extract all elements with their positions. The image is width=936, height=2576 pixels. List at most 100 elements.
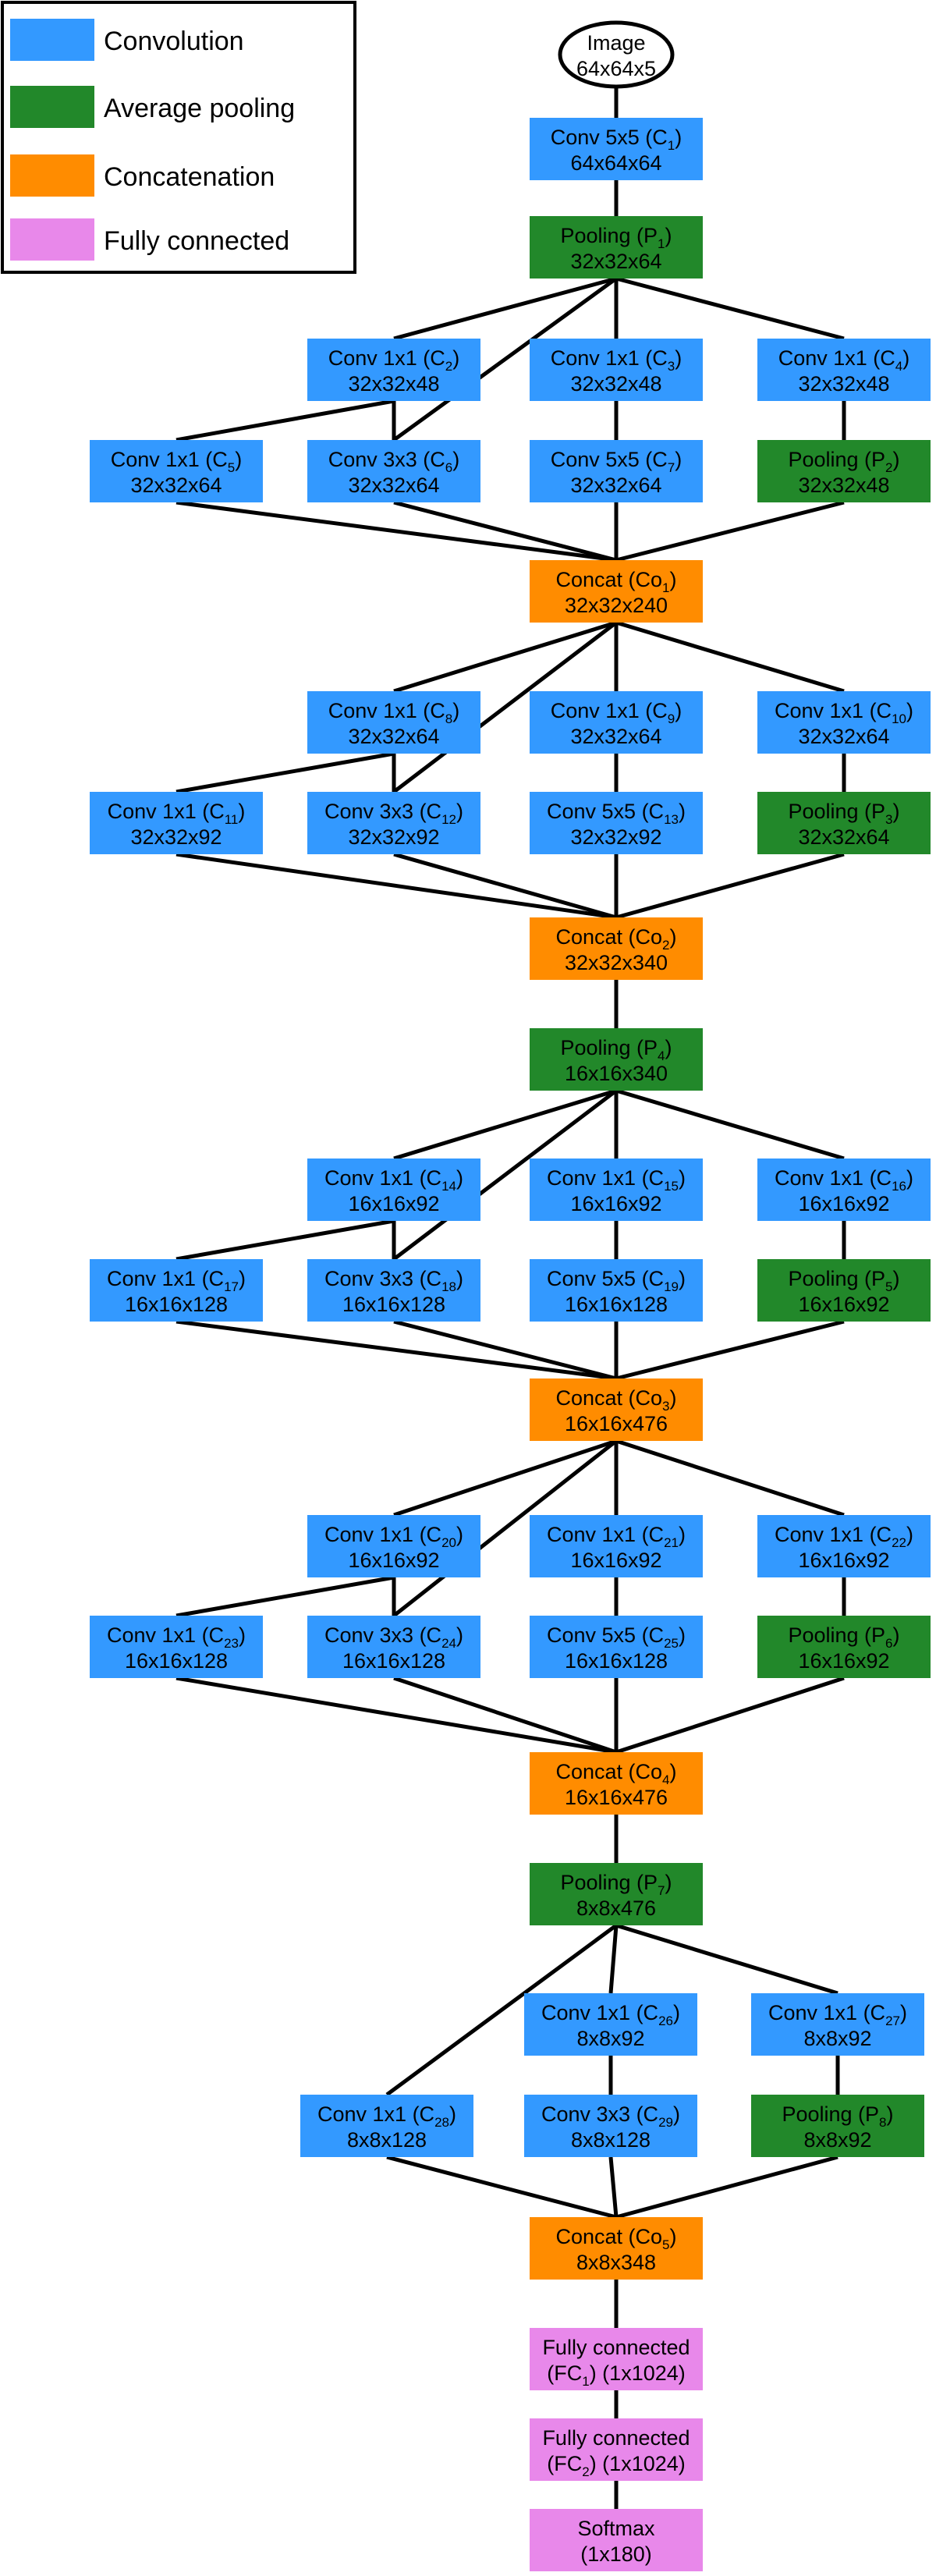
node-label-c14: Conv 1x1 (C14) bbox=[324, 1166, 463, 1194]
node-label-c11: Conv 1x1 (C11) bbox=[108, 800, 246, 827]
edge-c29-to-co5 bbox=[608, 2156, 619, 2218]
edge-p7-to-c28 bbox=[385, 1923, 618, 2097]
node-box-c26 bbox=[524, 1993, 697, 2056]
node-shape-c11: 32x32x92 bbox=[130, 825, 222, 849]
legend-label-concatenation: Concatenation bbox=[104, 162, 275, 192]
node-box-c29 bbox=[524, 2095, 697, 2157]
node-shape-co4: 16x16x476 bbox=[565, 1786, 668, 1809]
edge-p1-to-c4 bbox=[615, 276, 845, 341]
node-label-c29: Conv 3x3 (C29) bbox=[541, 2102, 680, 2130]
node-c13: Conv 5x5 (C13)32x32x92 bbox=[530, 792, 703, 854]
node-box-c7 bbox=[530, 440, 703, 502]
node-label-co4: Concat (Co4) bbox=[555, 1760, 676, 1787]
node-shape-c4: 32x32x48 bbox=[798, 372, 889, 396]
node-shape-sm: (1x180) bbox=[580, 2542, 652, 2566]
node-box-c11 bbox=[90, 792, 263, 854]
node-box-c25 bbox=[530, 1616, 703, 1678]
node-c4: Conv 1x1 (C4)32x32x48 bbox=[757, 339, 931, 401]
edge-c24-to-co4 bbox=[393, 1676, 617, 1755]
node-label-sm: Softmax bbox=[577, 2517, 655, 2540]
node-label-co1: Concat (Co1) bbox=[555, 568, 676, 595]
node-box-c28 bbox=[300, 2095, 473, 2157]
node-box-co5 bbox=[530, 2217, 703, 2280]
node-label-c25: Conv 5x5 (C25) bbox=[547, 1623, 686, 1651]
node-p5: Pooling (P5)16x16x92 bbox=[757, 1259, 931, 1322]
node-shape-c18: 16x16x128 bbox=[342, 1293, 445, 1316]
node-c6: Conv 3x3 (C6)32x32x64 bbox=[307, 440, 480, 502]
node-c28: Conv 1x1 (C28)8x8x128 bbox=[300, 2095, 473, 2157]
node-shape-c26: 8x8x92 bbox=[576, 2027, 644, 2050]
node-box-co4 bbox=[530, 1752, 703, 1815]
node-c8: Conv 1x1 (C8)32x32x64 bbox=[307, 691, 480, 754]
edge-c23-to-co4 bbox=[176, 1676, 617, 1755]
node-shape-co2: 32x32x340 bbox=[565, 951, 668, 974]
node-box-c27 bbox=[751, 1993, 924, 2056]
node-label-p7: Pooling (P7) bbox=[560, 1871, 672, 1898]
node-label-p2: Pooling (P2) bbox=[788, 448, 899, 475]
node-c20: Conv 1x1 (C20)16x16x92 bbox=[307, 1515, 480, 1577]
node-c24: Conv 3x3 (C24)16x16x128 bbox=[307, 1616, 480, 1678]
node-shape-c17: 16x16x128 bbox=[125, 1293, 228, 1316]
node-shape-c28: 8x8x128 bbox=[347, 2128, 427, 2152]
edges-layer bbox=[176, 87, 846, 2509]
node-box-p8 bbox=[751, 2095, 924, 2157]
node-label-fc2: Fully connected bbox=[542, 2426, 690, 2450]
node-label-c15: Conv 1x1 (C15) bbox=[547, 1166, 686, 1194]
edge-p7-to-c26 bbox=[608, 1925, 619, 1994]
node-shape-c12: 32x32x92 bbox=[348, 825, 439, 849]
node-box-p7 bbox=[530, 1863, 703, 1925]
node-p4: Pooling (P4)16x16x340 bbox=[530, 1028, 703, 1091]
legend-swatch-convolution bbox=[10, 19, 94, 61]
node-box-fc1 bbox=[530, 2328, 703, 2390]
node-shape-c2: 32x32x48 bbox=[348, 372, 439, 396]
edge-c17-to-co3 bbox=[176, 1319, 617, 1381]
node-shape-c29: 8x8x128 bbox=[571, 2128, 651, 2152]
node-box-p5 bbox=[757, 1259, 931, 1322]
node-c15: Conv 1x1 (C15)16x16x92 bbox=[530, 1158, 703, 1221]
node-label-c28: Conv 1x1 (C28) bbox=[317, 2102, 456, 2130]
node-box-c18 bbox=[307, 1259, 480, 1322]
legend-label-fully-connected: Fully connected bbox=[104, 226, 289, 256]
node-co4: Concat (Co4)16x16x476 bbox=[530, 1752, 703, 1815]
node-label-p6: Pooling (P6) bbox=[788, 1623, 899, 1651]
node-label-p5: Pooling (P5) bbox=[788, 1267, 899, 1294]
node-box-co3 bbox=[530, 1378, 703, 1441]
node-label-input: Image bbox=[587, 31, 645, 55]
node-shape-c15: 16x16x92 bbox=[570, 1192, 661, 1215]
node-co5: Concat (Co5)8x8x348 bbox=[530, 2217, 703, 2280]
node-label-c8: Conv 1x1 (C8) bbox=[328, 699, 460, 726]
node-p3: Pooling (P3)32x32x64 bbox=[757, 792, 931, 854]
node-box-c19 bbox=[530, 1259, 703, 1322]
node-c23: Conv 1x1 (C23)16x16x128 bbox=[90, 1616, 263, 1678]
edge-p7-to-c27 bbox=[615, 1923, 838, 1996]
node-label-c5: Conv 1x1 (C5) bbox=[111, 448, 243, 475]
edge-p4-to-c18 bbox=[392, 1089, 618, 1261]
node-shape-c6: 32x32x64 bbox=[348, 474, 439, 497]
legend-label-convolution: Convolution bbox=[104, 27, 244, 56]
node-shape-fc2: (FC2) (1x1024) bbox=[547, 2452, 686, 2479]
node-label-c21: Conv 1x1 (C21) bbox=[547, 1523, 686, 1550]
edge-c8-to-c11 bbox=[176, 751, 395, 794]
node-c12: Conv 3x3 (C12)32x32x92 bbox=[307, 792, 480, 854]
node-c18: Conv 3x3 (C18)16x16x128 bbox=[307, 1259, 480, 1322]
edge-c28-to-co5 bbox=[386, 2155, 617, 2219]
node-box-co2 bbox=[530, 917, 703, 980]
node-c19: Conv 5x5 (C19)16x16x128 bbox=[530, 1259, 703, 1322]
node-box-c6 bbox=[307, 440, 480, 502]
node-fc1: Fully connected(FC1) (1x1024) bbox=[530, 2328, 703, 2390]
edge-co1-to-c12 bbox=[392, 621, 618, 793]
node-box-c13 bbox=[530, 792, 703, 854]
node-box-c22 bbox=[757, 1515, 931, 1577]
node-box-c21 bbox=[530, 1515, 703, 1577]
node-shape-c3: 32x32x48 bbox=[570, 372, 661, 396]
node-p6: Pooling (P6)16x16x92 bbox=[757, 1616, 931, 1678]
edge-c18-to-co3 bbox=[393, 1319, 617, 1381]
node-shape-c24: 16x16x128 bbox=[342, 1649, 445, 1673]
node-label-p3: Pooling (P3) bbox=[788, 800, 899, 827]
node-shape-c22: 16x16x92 bbox=[798, 1549, 889, 1572]
legend-swatch-pooling bbox=[10, 86, 94, 128]
node-box-c10 bbox=[757, 691, 931, 754]
node-p2: Pooling (P2)32x32x48 bbox=[757, 440, 931, 502]
node-box-p6 bbox=[757, 1616, 931, 1678]
